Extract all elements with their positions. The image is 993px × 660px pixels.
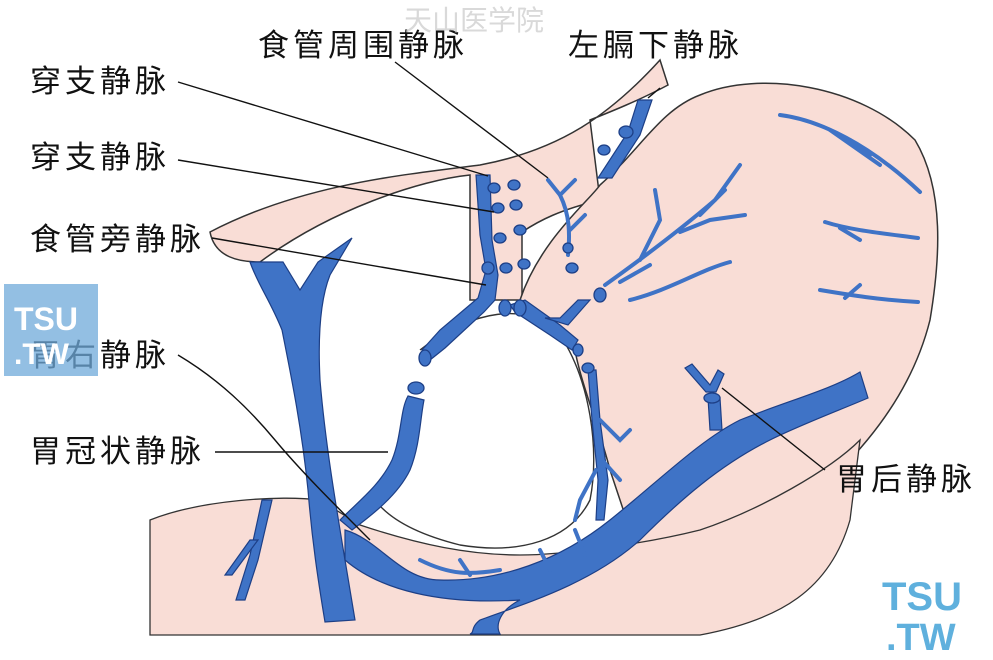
stub <box>510 200 522 210</box>
stub <box>582 363 594 373</box>
label-perforating-vein-1: 穿支静脉 <box>30 64 170 100</box>
stub <box>619 126 633 138</box>
label-perforating-vein-2: 穿支静脉 <box>30 140 170 176</box>
stub <box>482 262 494 274</box>
watermark-logo-right: TSU .TW <box>882 575 962 659</box>
leader-esophageal-periphery <box>395 62 548 178</box>
stub <box>508 180 520 190</box>
stub <box>419 350 431 366</box>
label-posterior-gastric-vein: 胃后静脉 <box>836 462 976 498</box>
logo-left-bottom-text: .TW <box>14 338 70 371</box>
label-left-inferior-phrenic-vein: 左膈下静脉 <box>568 28 743 64</box>
stub <box>500 263 512 273</box>
stub <box>704 393 720 403</box>
stub <box>514 225 526 235</box>
watermark-logo-left: TSU .TW <box>4 284 98 376</box>
label-coronary-vein: 胃冠状静脉 <box>30 434 205 470</box>
stub <box>518 259 530 269</box>
stub <box>514 300 526 316</box>
watermark-title: 天山医学院 <box>404 4 544 37</box>
stub <box>594 288 606 302</box>
stub <box>563 243 573 253</box>
logo-left-top-text: TSU <box>14 301 78 337</box>
stub <box>408 382 424 394</box>
leader-perforating-1 <box>178 82 488 176</box>
stub <box>573 344 583 356</box>
stub <box>494 233 506 243</box>
stub <box>566 263 578 273</box>
stub <box>598 145 610 155</box>
label-paraesophageal-vein: 食管旁静脉 <box>30 222 205 258</box>
logo-right-top-text: TSU <box>882 575 962 619</box>
stub <box>488 183 500 193</box>
stub <box>499 300 511 316</box>
logo-right-bottom-text: .TW <box>886 617 956 659</box>
